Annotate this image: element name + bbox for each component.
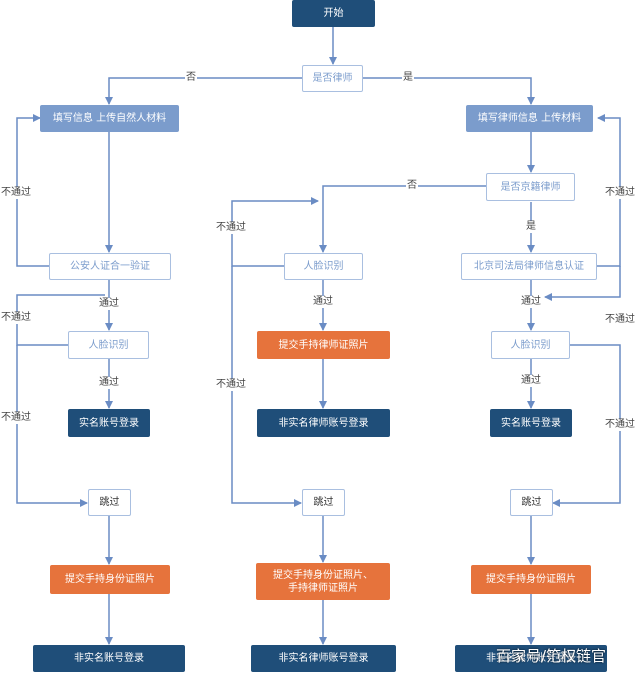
edge-label-fail-face-left: 不通过 [0, 312, 32, 324]
is-beijing-lawyer-decision: 是否京籍律师 [486, 173, 575, 201]
edge-label-fail-police: 不通过 [0, 187, 32, 199]
edge-label-fail-justice: 不通过 [604, 187, 636, 199]
fill-lawyer-info-node: 填写律师信息 上传材料 [466, 105, 593, 132]
edge-label-yes: 是 [402, 72, 414, 84]
face-recognition-right: 人脸识别 [491, 331, 570, 359]
is-lawyer-decision: 是否律师 [302, 65, 363, 92]
edge-label-pass-justice: 通过 [520, 296, 542, 308]
edge-label-fail-face-mid: 不通过 [215, 222, 247, 234]
edge-label-pass-face-mid: 通过 [312, 296, 334, 308]
final-nonreal-lawyer-login-right: 非实名律师账号登录 [455, 645, 607, 672]
edge-label-fail-face-right: 不通过 [604, 314, 636, 326]
face-recognition-mid: 人脸识别 [284, 253, 363, 280]
submit-id-photo-left: 提交手持身份证照片 [50, 565, 170, 594]
login-real-name-left: 实名账号登录 [68, 409, 150, 437]
beijing-justice-verify-node: 北京司法局律师信息认证 [461, 253, 597, 280]
submit-id-license-photo-mid: 提交手持身份证照片、 手持律师证照片 [256, 563, 390, 600]
final-nonreal-lawyer-login-mid: 非实名律师账号登录 [251, 645, 396, 672]
skip-right: 跳过 [510, 489, 553, 516]
edge-label-pass-face-left: 通过 [98, 377, 120, 389]
face-recognition-left: 人脸识别 [68, 331, 149, 359]
edge-label-yes-beijing: 是 [525, 221, 537, 233]
fill-natural-person-node: 填写信息 上传自然人材料 [40, 105, 179, 132]
start-node: 开始 [292, 0, 375, 27]
watermark-text: 百家号/笵权链官 [496, 647, 607, 665]
submit-id-photo-right: 提交手持身份证照片 [471, 565, 591, 594]
login-real-name-right: 实名账号登录 [490, 409, 572, 437]
edge-label-fail-face-right-2: 不通过 [604, 419, 636, 431]
skip-left: 跳过 [88, 489, 131, 516]
police-id-verify-node: 公安人证合一验证 [49, 253, 171, 280]
login-nonreal-lawyer-mid: 非实名律师账号登录 [257, 409, 390, 437]
edge-label-pass-police: 通过 [98, 298, 120, 310]
edge-label-no: 否 [185, 72, 197, 84]
edge-label-fail-face-left-2: 不通过 [0, 412, 32, 424]
final-nonreal-login-left: 非实名账号登录 [33, 645, 185, 672]
edge-label-fail-face-mid-2: 不通过 [215, 379, 247, 391]
edge-label-no-beijing: 否 [406, 180, 418, 192]
submit-lawyer-license-node: 提交手持律师证照片 [257, 331, 390, 359]
edge-label-pass-face-right: 通过 [520, 375, 542, 387]
skip-mid: 跳过 [302, 489, 345, 516]
